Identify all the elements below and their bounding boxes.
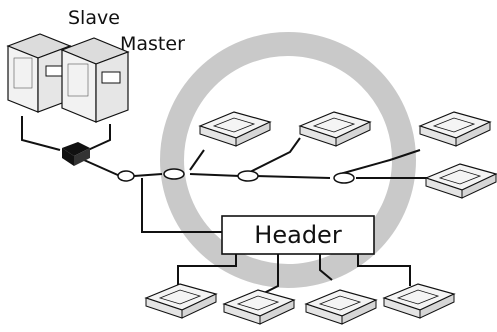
outdoor-unit-slave xyxy=(6,33,72,113)
y-branch-joint-3 xyxy=(237,170,259,182)
indoor-unit xyxy=(222,289,296,325)
indoor-unit xyxy=(298,111,372,147)
indoor-unit xyxy=(198,111,272,147)
y-branch-joint-1 xyxy=(117,170,135,182)
highlight-ring xyxy=(160,32,416,288)
indoor-unit xyxy=(144,283,218,319)
outdoor-unit-master xyxy=(60,37,130,123)
branch-distributor xyxy=(62,142,90,166)
y-branch-joint-2 xyxy=(163,168,185,180)
indoor-unit xyxy=(418,111,492,147)
indoor-unit xyxy=(304,289,378,325)
master-label: Master xyxy=(120,33,185,55)
y-branch-joint-4 xyxy=(333,172,355,184)
indoor-unit xyxy=(382,283,456,319)
indoor-unit xyxy=(424,163,497,199)
header-box xyxy=(221,215,375,255)
header-label: Header xyxy=(254,221,342,249)
slave-label: Slave xyxy=(68,7,120,29)
